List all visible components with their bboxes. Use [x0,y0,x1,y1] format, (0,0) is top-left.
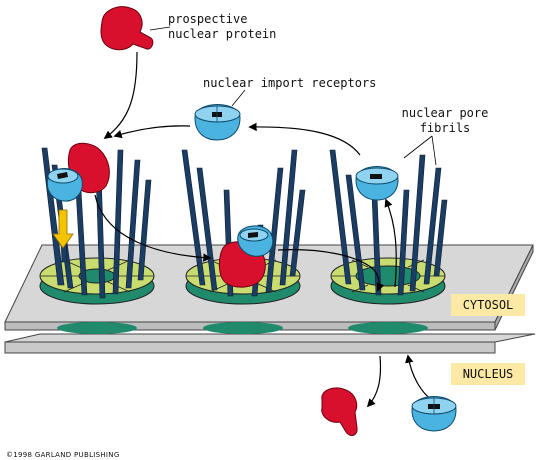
nuclear-pore-fibrils [41,147,448,299]
receptor-icon [194,104,241,141]
receptor-icon [411,396,457,432]
prospective-label-line2: nuclear protein [168,27,277,41]
arrow-icon [384,198,397,288]
receptor-icon [237,225,274,257]
flow-arrows [94,26,437,408]
pore-fibrils-line1: nuclear pore [401,106,489,120]
cytosol-label: CYTOSOL [451,294,525,316]
protein-icon [100,6,154,51]
receptor-icon [355,166,399,201]
nucleus-label: NUCLEUS [451,363,525,385]
protein-icon [321,387,358,436]
arrow-icon [103,51,138,139]
receptor-icon [46,168,83,202]
import-receptors-label: nuclear import receptors [203,76,377,90]
pore-fibrils-label: nuclear pore fibrils [393,106,497,136]
pore-bottoms [57,322,428,334]
pore-fibrils-line2: fibrils [419,121,471,135]
arrow-icon [366,355,382,408]
arrow-icon [52,209,74,249]
arrow-icon [405,354,433,401]
arrow-icon [94,194,212,262]
arrow-icon [248,122,361,156]
copyright-text: ©1998 GARLAND PUBLISHING [6,451,120,459]
arrow-icon [113,125,191,139]
prospective-protein-label: prospective nuclear protein [168,12,276,42]
inner-membrane [4,333,536,354]
arrow-icon [277,249,385,292]
prospective-label-line1: prospective [168,12,248,26]
